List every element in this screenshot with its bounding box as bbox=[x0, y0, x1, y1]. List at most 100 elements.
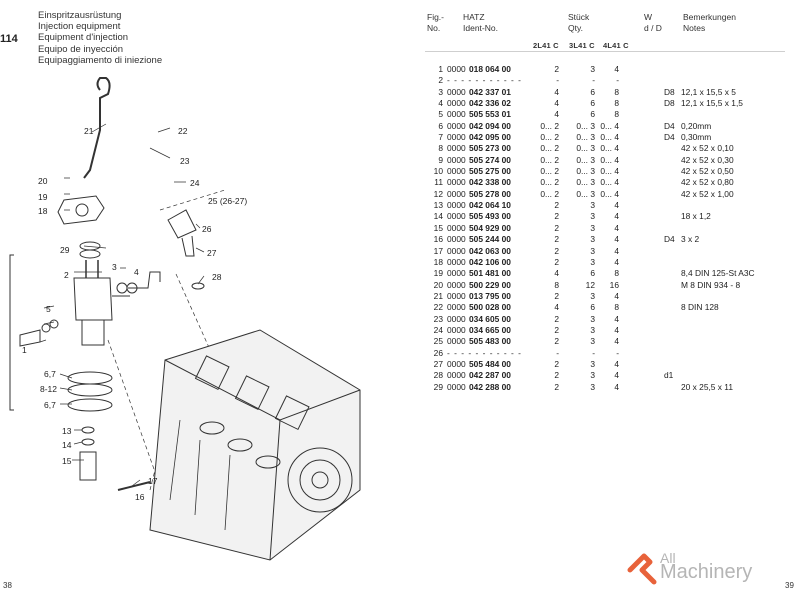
ident-prefix-cell: 0000 bbox=[447, 290, 466, 301]
callout-23: 23 bbox=[180, 156, 190, 166]
header-notes: Bemerkungen Notes bbox=[683, 12, 736, 33]
qty-3l41c-cell: 3 bbox=[590, 358, 595, 369]
qty-4l41c-cell: 16 bbox=[609, 279, 619, 290]
header-fig-line2: No. bbox=[427, 22, 441, 33]
qty-3l41c-cell: 3 bbox=[590, 381, 595, 392]
callout-25: 25 (26-27) bbox=[208, 196, 247, 206]
callout-16: 16 bbox=[135, 492, 145, 502]
ident-prefix-cell: 0000 bbox=[447, 313, 466, 324]
qty-4l41c-cell: 0... 4 bbox=[600, 143, 619, 154]
ident-number-cell: 501 481 00 bbox=[469, 268, 511, 279]
ident-number-cell: 505 274 00 bbox=[469, 154, 511, 165]
header-fig: Fig.- No. bbox=[427, 12, 444, 33]
ident-prefix-cell: 0000 bbox=[447, 120, 466, 131]
header-qty-line1: Stück bbox=[568, 12, 590, 22]
qty-4l41c-cell: 4 bbox=[614, 324, 619, 335]
ident-number-cell: 042 287 00 bbox=[469, 370, 511, 381]
header-divider bbox=[425, 51, 785, 52]
header-notes-line1: Bemerkungen bbox=[683, 12, 736, 22]
qty-3l41c-cell: 3 bbox=[590, 200, 595, 211]
fig-number-cell: 12 bbox=[433, 188, 443, 199]
ident-number-cell: 042 064 10 bbox=[469, 200, 511, 211]
callout-21: 21 bbox=[84, 126, 94, 136]
notes-cell: 20 x 25,5 x 11 bbox=[681, 381, 733, 392]
ident-placeholder-cell: - - - - - - - - - - - bbox=[447, 75, 522, 86]
ident-prefix-cell: 0000 bbox=[447, 222, 466, 233]
notes-cell: 42 x 52 x 0,50 bbox=[681, 166, 734, 177]
fig-number-cell: 17 bbox=[433, 245, 443, 256]
ident-prefix-cell: 0000 bbox=[447, 188, 466, 199]
callout-19: 19 bbox=[38, 192, 48, 202]
parts-table-header: Fig.- No. HATZ Ident-No. Stück Qty. W d … bbox=[425, 12, 785, 52]
qty-4l41c-cell: 8 bbox=[614, 109, 619, 120]
qty-3l41c-cell: 3 bbox=[590, 245, 595, 256]
qty-4l41c-cell: 8 bbox=[614, 98, 619, 109]
notes-cell: 12,1 x 15,5 x 1,5 bbox=[681, 98, 743, 109]
callout-6-7-a: 6,7 bbox=[44, 369, 56, 379]
qty-3l41c-cell: 6 bbox=[590, 98, 595, 109]
wd-cell: D4 bbox=[664, 132, 675, 143]
callout-18: 18 bbox=[38, 206, 48, 216]
qty-2l41c-cell: 0... 2 bbox=[540, 120, 559, 131]
qty-2l41c-cell: 2 bbox=[554, 324, 559, 335]
fig-number-cell: 21 bbox=[433, 290, 443, 301]
fig-number-cell: 14 bbox=[433, 211, 443, 222]
allmachinery-logo-icon bbox=[627, 553, 657, 585]
qty-3l41c-cell: 0... 3 bbox=[576, 132, 595, 143]
page-number-right: 39 bbox=[785, 581, 794, 590]
qty-2l41c-cell: 0... 2 bbox=[540, 143, 559, 154]
qty-3l41c-cell: 6 bbox=[590, 86, 595, 97]
qty-3l41c-cell: 3 bbox=[590, 336, 595, 347]
qty-2l41c-cell: 2 bbox=[554, 358, 559, 369]
fig-number-cell: 24 bbox=[433, 324, 443, 335]
fig-number-cell: 28 bbox=[433, 370, 443, 381]
callout-15: 15 bbox=[62, 456, 72, 466]
table-row: 2- - - - - - - - - - ---- bbox=[425, 75, 785, 86]
ident-number-cell: 505 553 01 bbox=[469, 109, 511, 120]
qty-2l41c-cell: 2 bbox=[554, 234, 559, 245]
qty-2l41c-cell: 0... 2 bbox=[540, 177, 559, 188]
header-ident: HATZ Ident-No. bbox=[463, 12, 498, 33]
ident-number-cell: 034 665 00 bbox=[469, 324, 511, 335]
ident-prefix-cell: 0000 bbox=[447, 98, 466, 109]
qty-4l41c-cell: 0... 4 bbox=[600, 166, 619, 177]
title-de: Einspritzausrüstung bbox=[38, 10, 122, 21]
fig-number-cell: 29 bbox=[433, 381, 443, 392]
notes-cell: 18 x 1,2 bbox=[681, 211, 711, 222]
title-it: Equipaggiamento di iniezione bbox=[38, 54, 163, 66]
header-qty: Stück Qty. bbox=[568, 12, 589, 33]
wd-cell: D8 bbox=[664, 98, 675, 109]
header-ident-line2: Ident-No. bbox=[463, 22, 498, 33]
qty-3l41c-cell: - bbox=[592, 347, 595, 358]
notes-cell: 42 x 52 x 1,00 bbox=[681, 188, 734, 199]
engine-3l41c: 3L41 C bbox=[569, 41, 595, 50]
qty-2l41c-cell: 0... 2 bbox=[540, 154, 559, 165]
wd-cell: D4 bbox=[664, 120, 675, 131]
qty-2l41c-cell: 2 bbox=[554, 211, 559, 222]
table-row: 26- - - - - - - - - - ---- bbox=[425, 348, 785, 359]
callout-4: 4 bbox=[134, 267, 139, 277]
qty-4l41c-cell: 8 bbox=[614, 86, 619, 97]
qty-4l41c-cell: 0... 4 bbox=[600, 154, 619, 165]
title-fr: Equipment d'injection bbox=[38, 32, 129, 44]
watermark-line2: Machinery bbox=[660, 561, 753, 583]
callout-27: 27 bbox=[207, 248, 217, 258]
qty-3l41c-cell: 3 bbox=[590, 222, 595, 233]
callout-17: 17 bbox=[148, 476, 158, 486]
